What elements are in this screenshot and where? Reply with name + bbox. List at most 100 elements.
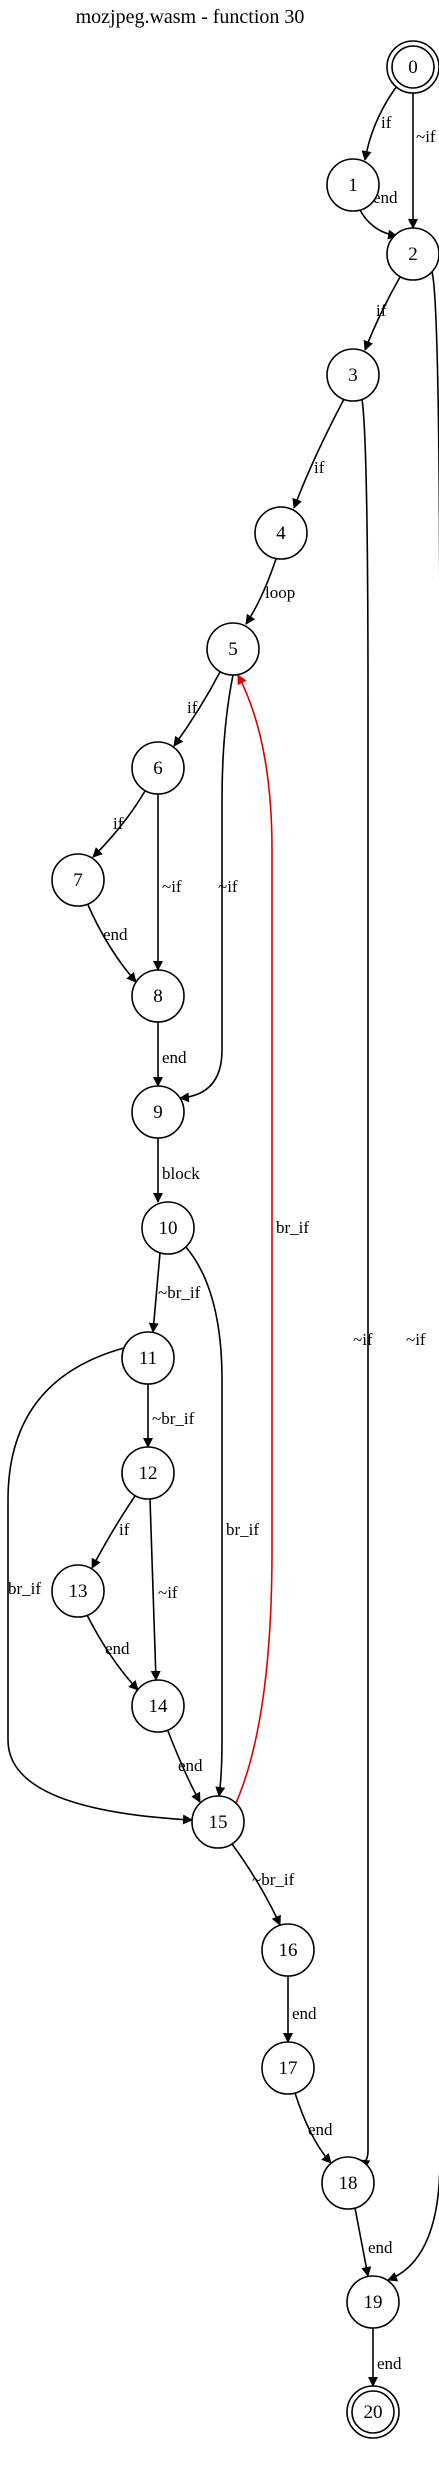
- node-circle-16: [261, 1923, 315, 1977]
- edge-label-8-to-9: end: [162, 1048, 187, 1067]
- graph-title: mozjpeg.wasm - function 30: [76, 6, 305, 28]
- node-label-6: 6: [153, 758, 163, 779]
- edge-label-3-to-18: ~if: [353, 1330, 373, 1349]
- edge-5-to-9: [179, 674, 234, 1103]
- node-circle-10: [141, 1201, 195, 1255]
- edge-5-to-6: [173, 671, 221, 747]
- node-label-13: 13: [69, 1581, 88, 1602]
- edge-10-to-11: [148, 1252, 161, 1333]
- node-circle-17: [261, 2041, 315, 2095]
- node-circle-18: [321, 2156, 375, 2210]
- node-circle-19: [346, 2275, 400, 2329]
- node-label-16: 16: [279, 1940, 298, 1961]
- node-label-10: 10: [159, 1218, 178, 1239]
- node-circle-15: [191, 1795, 245, 1849]
- node-label-3: 3: [348, 365, 358, 386]
- edge-14-to-15: [167, 1730, 201, 1803]
- edge-label-19-to-20: end: [377, 2354, 402, 2373]
- edge-label-3-to-4: if: [314, 458, 325, 477]
- node-0: 0: [386, 40, 439, 94]
- node-circle-7: [51, 853, 105, 907]
- edge-10-to-15: [185, 1246, 226, 1797]
- node-2: 2: [386, 227, 439, 281]
- edge-3-to-18: [359, 398, 371, 2170]
- edge-label-11-to-12: ~br_if: [152, 1409, 195, 1428]
- edge-18-to-19: [354, 2207, 372, 2277]
- node-15: 15: [191, 1795, 245, 1849]
- node-circle-9: [131, 1085, 185, 1139]
- node-label-7: 7: [73, 870, 83, 891]
- edge-13-to-14: [86, 1614, 139, 1691]
- node-7: 7: [51, 853, 105, 907]
- node-1: 1: [326, 158, 380, 212]
- node-circle-5: [206, 622, 260, 676]
- edge-label-12-to-14: ~if: [158, 1583, 178, 1602]
- node-19: 19: [346, 2275, 400, 2329]
- node-14: 14: [131, 1679, 185, 1733]
- edge-0-to-1: [361, 85, 398, 161]
- node-circle-12: [121, 1446, 175, 1500]
- edge-label-14-to-15: end: [178, 1756, 203, 1775]
- edge-12-to-13: [91, 1495, 136, 1569]
- edge-label-9-to-10: block: [162, 1164, 200, 1183]
- edge-11-to-15: [7, 1347, 193, 1825]
- edge-label-12-to-13: if: [119, 1520, 130, 1539]
- node-circle-8: [131, 969, 185, 1023]
- edge-7-to-8: [87, 904, 137, 983]
- node-6: 6: [131, 741, 185, 795]
- edge-label-7-to-8: end: [103, 925, 128, 944]
- edge-label-1-to-2: end: [373, 188, 398, 207]
- edge-1-to-2: [359, 209, 398, 240]
- node-circle-4: [254, 506, 308, 560]
- node-18: 18: [321, 2156, 375, 2210]
- edge-label-0-to-2: ~if: [416, 127, 436, 146]
- node-label-11: 11: [139, 1348, 157, 1369]
- node-20: 20: [346, 2385, 400, 2439]
- edge-12-to-14: [149, 1498, 161, 1681]
- node-circle-13: [51, 1564, 105, 1618]
- node-label-20: 20: [364, 2402, 383, 2423]
- node-11: 11: [121, 1331, 175, 1385]
- edge-label-16-to-17: end: [292, 2004, 317, 2023]
- node-4: 4: [254, 506, 308, 560]
- node-17: 17: [261, 2041, 315, 2095]
- edge-4-to-5: [245, 558, 277, 625]
- node-3: 3: [326, 348, 380, 402]
- edge-15-to-5: [235, 674, 273, 1804]
- edge-label-11-to-15: br_if: [8, 1579, 41, 1598]
- node-12: 12: [121, 1446, 175, 1500]
- node-label-18: 18: [339, 2173, 358, 2194]
- edge-label-18-to-19: end: [368, 2238, 393, 2257]
- node-label-0: 0: [408, 57, 418, 78]
- node-label-15: 15: [209, 1812, 228, 1833]
- edge-15-to-16: [231, 1843, 281, 1926]
- node-5: 5: [206, 622, 260, 676]
- node-label-17: 17: [279, 2058, 298, 2079]
- node-label-4: 4: [276, 523, 286, 544]
- node-circle-11: [121, 1331, 175, 1385]
- edge-3-to-4: [292, 398, 345, 509]
- node-9: 9: [131, 1085, 185, 1139]
- edge-label-0-to-1: if: [381, 113, 392, 132]
- node-inner-circle-20: [351, 2390, 395, 2434]
- node-label-9: 9: [153, 1102, 163, 1123]
- node-circle-6: [131, 741, 185, 795]
- edge-label-10-to-11: ~br_if: [158, 1283, 201, 1302]
- edge-2-to-19: [387, 271, 439, 2282]
- edge-label-15-to-5: br_if: [276, 1218, 309, 1237]
- node-label-12: 12: [139, 1463, 158, 1484]
- node-label-2: 2: [408, 244, 418, 265]
- edge-6-to-7: [92, 790, 146, 858]
- node-circle-2: [386, 227, 439, 281]
- node-16: 16: [261, 1923, 315, 1977]
- edge-label-6-to-7: if: [113, 814, 124, 833]
- node-label-8: 8: [153, 986, 163, 1007]
- edge-label-13-to-14: end: [105, 1639, 130, 1658]
- node-circle-14: [131, 1679, 185, 1733]
- edges-layer: if~ifendif~ifif~ifloopif~ifif~ifendendbl…: [7, 85, 439, 2387]
- node-10: 10: [141, 1201, 195, 1255]
- node-8: 8: [131, 969, 185, 1023]
- edge-label-15-to-16: ~br_if: [252, 1870, 295, 1889]
